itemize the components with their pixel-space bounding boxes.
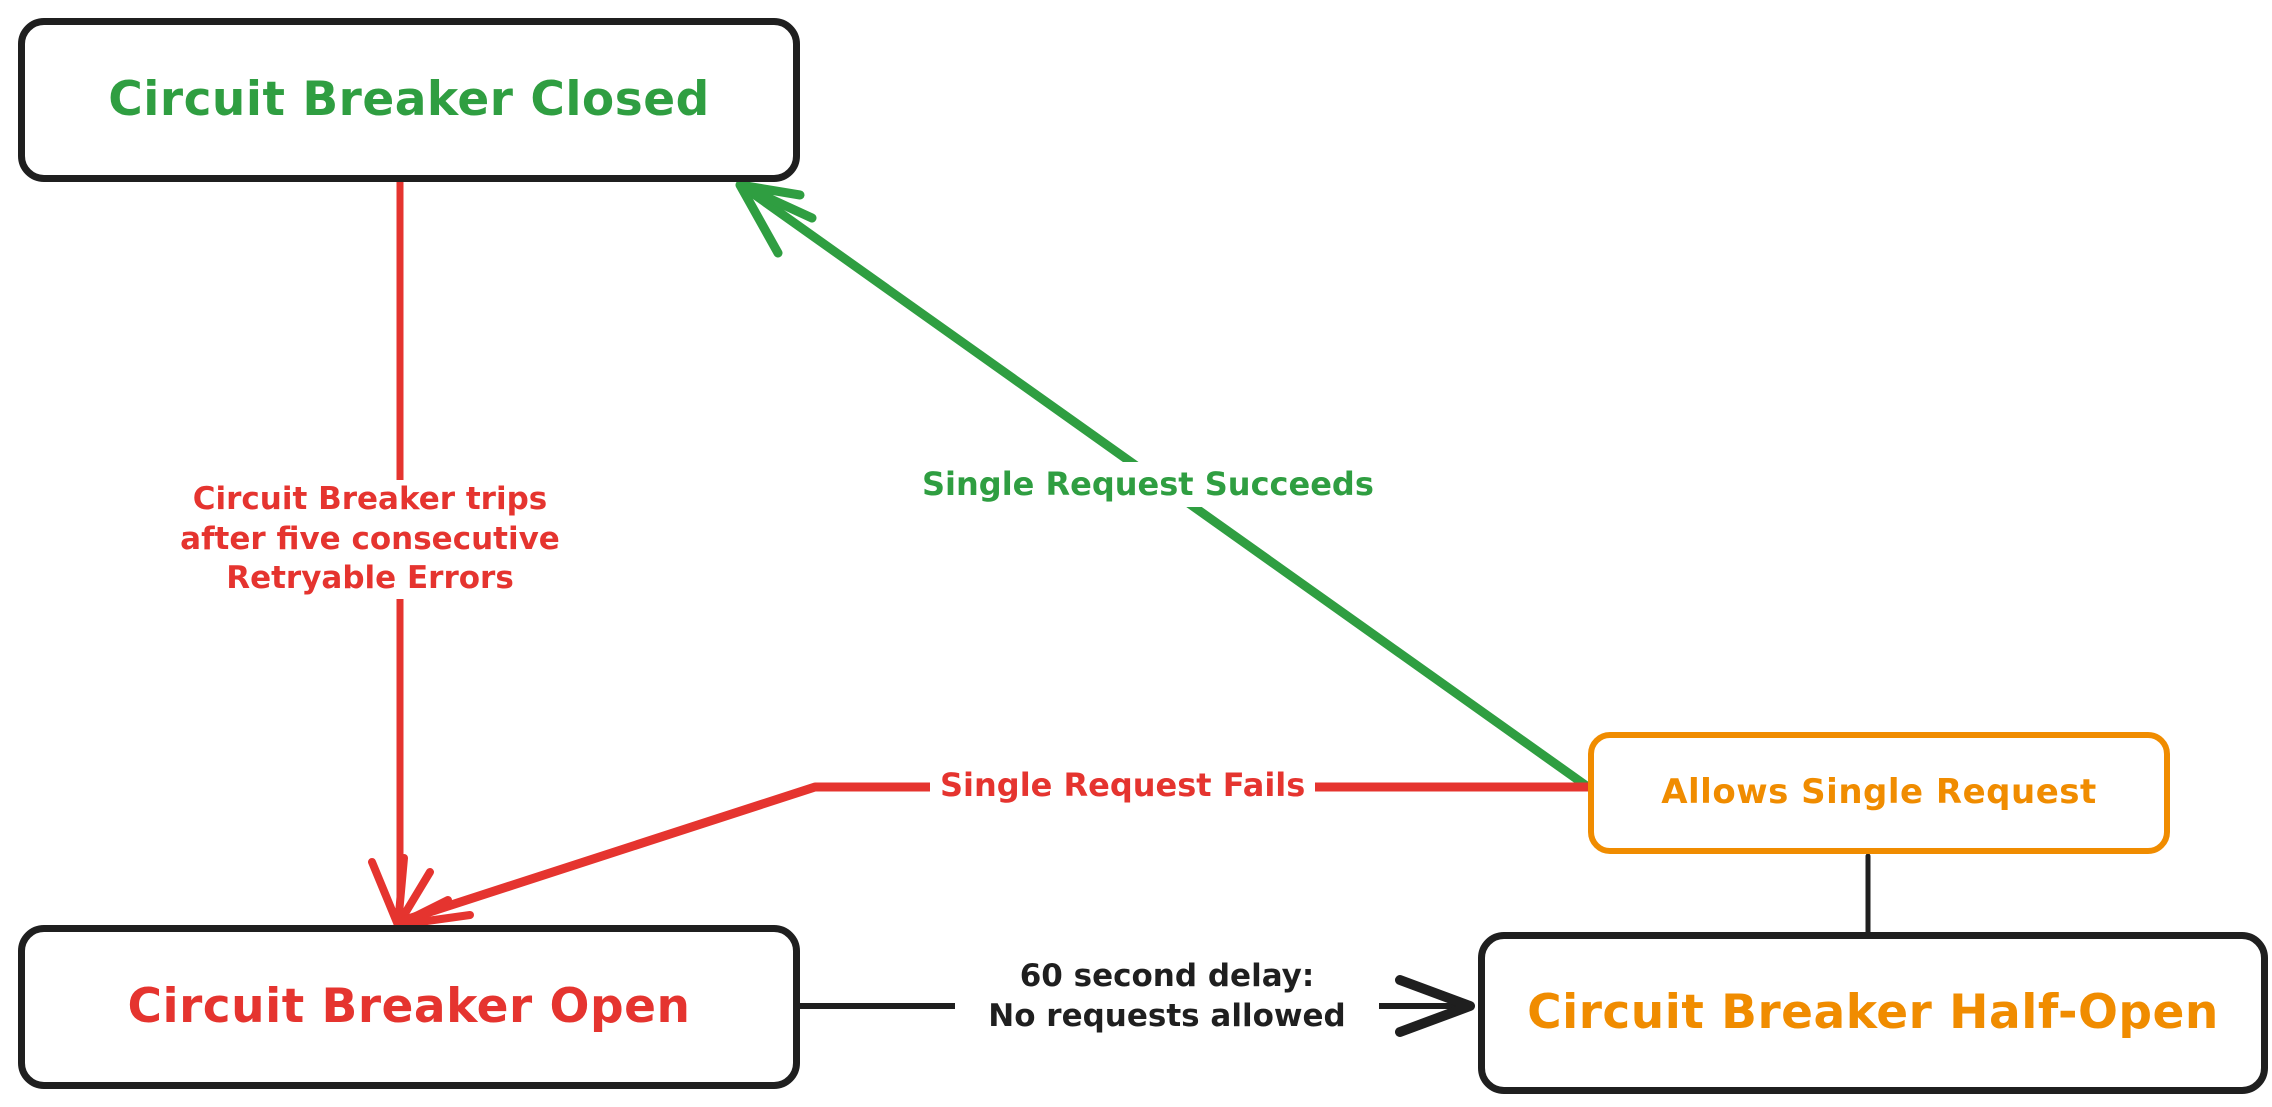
edge-label-60-second-delay: 60 second delay: No requests allowed [955, 955, 1379, 1039]
edge-label-circuit-breaker-trips: Circuit Breaker trips after five consecu… [170, 480, 570, 600]
state-node-circuit-breaker-open[interactable]: Circuit Breaker Open [18, 925, 800, 1089]
state-node-allows-single-request[interactable]: Allows Single Request [1588, 732, 2170, 854]
edge-label-line-1: Circuit Breaker trips [192, 481, 548, 517]
state-node-circuit-breaker-closed[interactable]: Circuit Breaker Closed [18, 18, 800, 182]
edge-label-line-1: 60 second delay: [1019, 958, 1315, 994]
state-node-label: Circuit Breaker Half-Open [1527, 984, 2219, 1040]
edge-label-line-3: Retryable Errors [226, 560, 514, 597]
state-node-circuit-breaker-half-open[interactable]: Circuit Breaker Half-Open [1478, 932, 2268, 1094]
edge-label-single-request-fails: Single Request Fails [930, 763, 1316, 808]
edge-label-single-request-succeeds: Single Request Succeeds [912, 462, 1384, 507]
state-node-label: Circuit Breaker Open [127, 978, 691, 1034]
edge-label-line-2: No requests allowed [988, 997, 1346, 1034]
edge-label-line-2: after five consecutive [180, 520, 560, 557]
state-node-label: Circuit Breaker Closed [108, 71, 710, 127]
state-node-label: Allows Single Request [1661, 772, 2097, 813]
